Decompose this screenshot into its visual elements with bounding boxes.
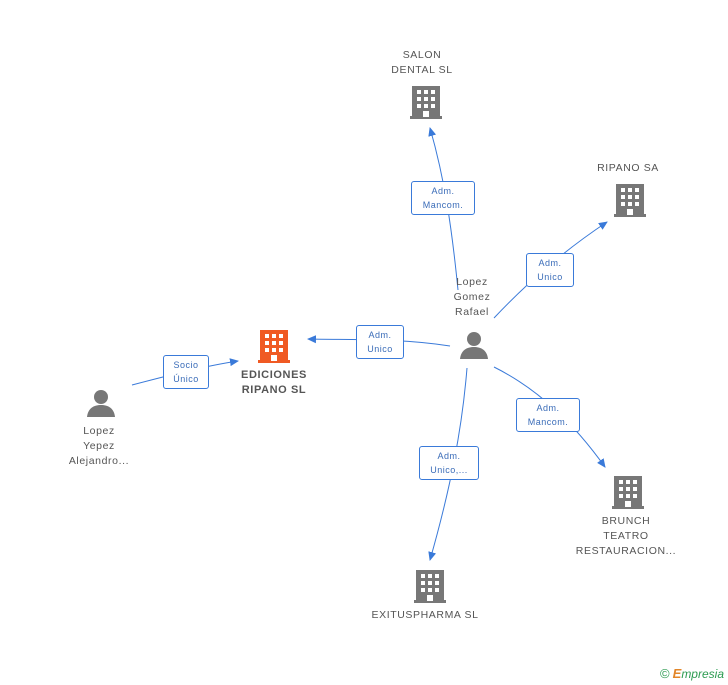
brand-footer: © Empresia bbox=[660, 666, 724, 681]
brand-logo: Empresia bbox=[672, 666, 724, 681]
node-ediciones-ripano-label[interactable]: EDICIONES RIPANO SL bbox=[241, 369, 307, 396]
node-brunch-teatro[interactable]: BRUNCH TEATRO RESTAURACION... bbox=[566, 514, 686, 559]
building-icon-main[interactable] bbox=[258, 328, 290, 364]
edge-label-to-ripano-sa[interactable]: Adm. Unico bbox=[526, 253, 574, 287]
edge-label-to-ediciones[interactable]: Adm. Unico bbox=[356, 325, 404, 359]
edge-label-yepez-to-ediciones[interactable]: Socio Único bbox=[163, 355, 209, 389]
node-lopez-yepez[interactable]: Lopez Yepez Alejandro... bbox=[54, 424, 144, 469]
node-salon-dental[interactable]: SALON DENTAL SL bbox=[376, 48, 468, 78]
person-icon[interactable] bbox=[86, 388, 116, 418]
node-lopez-gomez[interactable]: Lopez Gomez Rafael bbox=[440, 275, 504, 320]
node-exituspharma[interactable]: EXITUSPHARMA SL bbox=[360, 608, 490, 623]
node-exituspharma-label[interactable]: EXITUSPHARMA SL bbox=[371, 609, 479, 621]
building-icon[interactable] bbox=[612, 474, 644, 510]
node-lopez-yepez-label[interactable]: Lopez Yepez Alejandro... bbox=[68, 425, 130, 467]
node-ripano-sa[interactable]: RIPANO SA bbox=[586, 161, 670, 176]
building-icon[interactable] bbox=[614, 182, 646, 218]
person-icon[interactable] bbox=[459, 330, 489, 360]
node-ediciones-ripano[interactable]: EDICIONES RIPANO SL bbox=[226, 368, 322, 398]
edge-label-to-brunch[interactable]: Adm. Mancom. bbox=[516, 398, 580, 432]
building-icon[interactable] bbox=[410, 84, 442, 120]
node-lopez-gomez-label[interactable]: Lopez Gomez Rafael bbox=[453, 276, 491, 318]
copyright-icon: © bbox=[660, 666, 670, 681]
edge-label-to-exitus[interactable]: Adm. Unico,... bbox=[419, 446, 479, 480]
building-icon[interactable] bbox=[414, 568, 446, 604]
node-ripano-sa-label[interactable]: RIPANO SA bbox=[597, 162, 659, 174]
node-salon-dental-label[interactable]: SALON DENTAL SL bbox=[391, 49, 453, 76]
node-brunch-teatro-label[interactable]: BRUNCH TEATRO RESTAURACION... bbox=[575, 515, 677, 557]
edge-label-to-salon[interactable]: Adm. Mancom. bbox=[411, 181, 475, 215]
